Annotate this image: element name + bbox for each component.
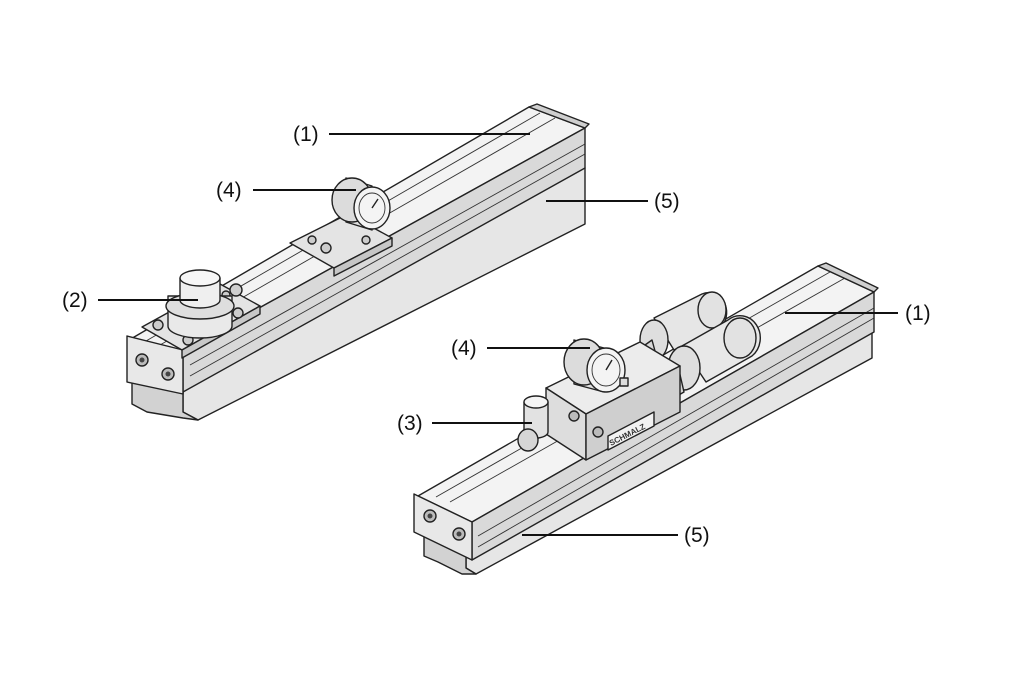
right-end-screw <box>427 513 433 519</box>
right-rail-groove <box>477 317 875 548</box>
left-rail-groove <box>189 153 586 377</box>
left-plate-screw <box>152 319 164 331</box>
right-gauge-needle <box>605 359 613 371</box>
right-port-side <box>517 428 539 452</box>
callout-rail-left: (1) <box>293 123 319 146</box>
callouts-right: (1) (4) (3) (5) <box>397 302 931 547</box>
left-gauge-bracket-edge <box>333 237 393 277</box>
left-cup-fitting <box>229 283 243 297</box>
left-end-screw <box>165 371 171 377</box>
right-end-screw <box>456 531 462 537</box>
right-port-opening <box>523 395 549 409</box>
left-bracket-screw <box>307 235 317 245</box>
left-bracket-screw <box>361 235 371 245</box>
right-gauge-sticker <box>619 377 629 387</box>
left-gauge-needle <box>371 198 379 209</box>
left-rail-side <box>182 127 586 393</box>
left-bracket-screw <box>320 242 332 254</box>
callout-gauge-right: (4) <box>451 337 477 360</box>
callouts-left: (1) (4) (5) (2) <box>62 123 680 312</box>
right-module-screw <box>568 410 580 422</box>
right-module-brand-plate <box>607 411 655 451</box>
left-suction-cup-opening <box>179 269 221 287</box>
left-assembly <box>126 103 590 421</box>
right-rail-groove <box>477 307 875 537</box>
left-gauge-dial <box>358 192 386 224</box>
right-module-screw <box>592 426 604 438</box>
left-rail-groove <box>189 143 586 366</box>
callout-cup-left: (2) <box>62 289 88 312</box>
right-end-cap <box>817 262 879 293</box>
left-end-screw <box>139 357 145 363</box>
right-assembly: SCHMALZ <box>413 262 879 575</box>
callout-port-right: (3) <box>397 412 423 435</box>
callout-rail-right: (1) <box>905 302 931 325</box>
callout-base-left: (5) <box>654 190 680 213</box>
left-plate-screw <box>232 307 244 319</box>
right-gauge-dial <box>591 353 621 387</box>
callout-gauge-left: (4) <box>216 179 242 202</box>
callout-base-right: (5) <box>684 524 710 547</box>
left-end-cap <box>528 103 590 129</box>
